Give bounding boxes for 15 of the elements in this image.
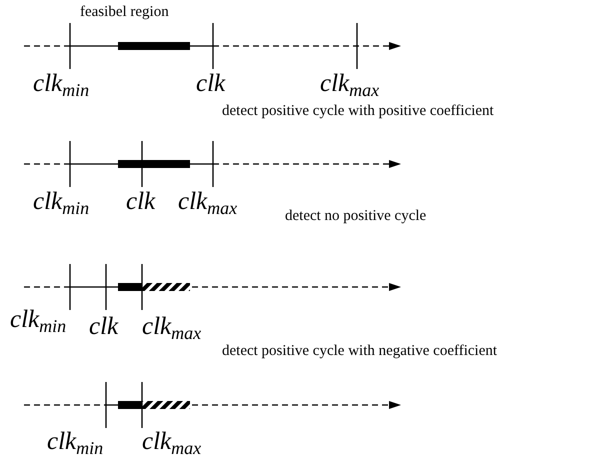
case-caption: detect positive cycle with positive coefficient	[222, 103, 494, 120]
region-label: feasibel region	[80, 4, 169, 20]
tick-label: clk	[126, 188, 156, 216]
tick-label: clk$_{min}$	[10, 306, 66, 337]
tick-label: clk$_{max}$	[142, 313, 202, 344]
tick-label: clk$_{min}$	[33, 188, 90, 219]
tick-label: clk$_{min}$	[47, 428, 104, 459]
tick-label: clk$_{max}$	[320, 70, 380, 101]
tick-label: clk$_{max}$	[178, 188, 238, 219]
tick-label: clk	[196, 70, 226, 98]
tick-label: clk	[89, 313, 118, 340]
case-caption: detect no positive cycle	[285, 208, 426, 224]
tick-label: clk$_{max}$	[142, 428, 202, 459]
tick-label: clk$_{min}$	[33, 70, 90, 101]
case-caption: detect positive cycle with negative coefficient	[222, 343, 498, 360]
